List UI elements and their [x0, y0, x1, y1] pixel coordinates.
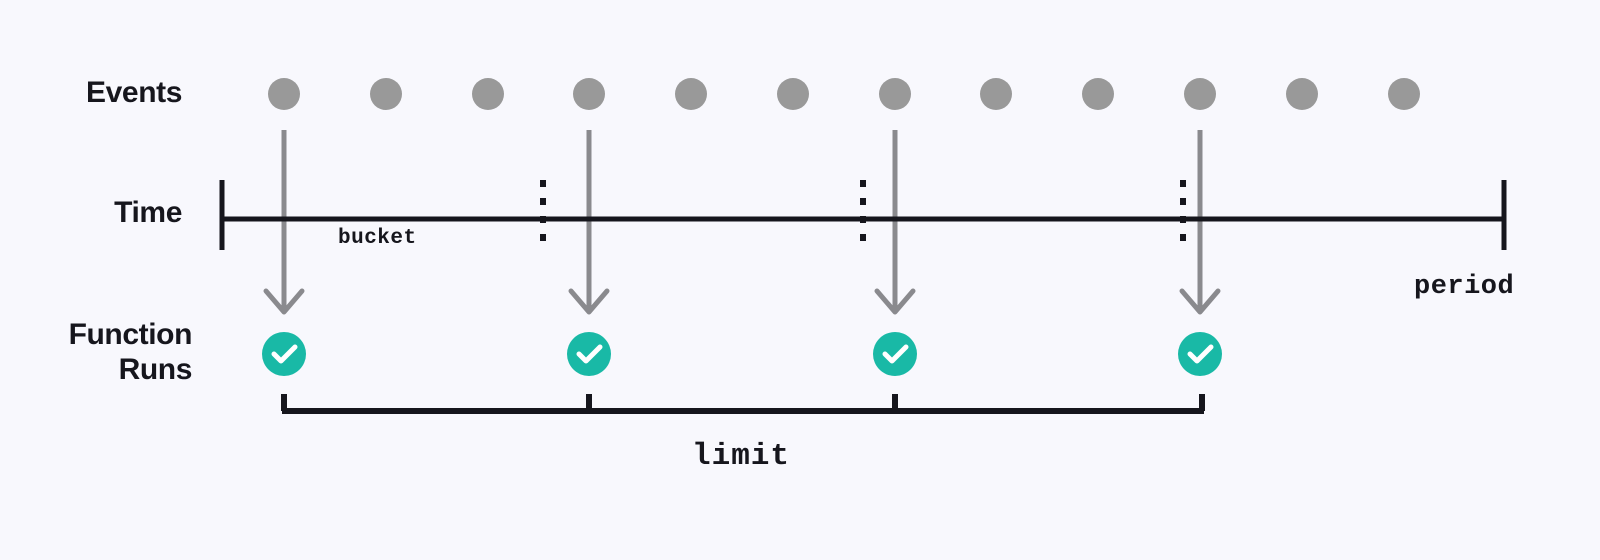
- event-dot: [472, 78, 504, 110]
- event-dot: [1184, 78, 1216, 110]
- function-run-badge[interactable]: [262, 332, 306, 376]
- limit-bracket: [281, 394, 1205, 414]
- function-run-badge[interactable]: [1178, 332, 1222, 376]
- function-run-circle: [567, 332, 611, 376]
- row-label-time: Time: [114, 196, 182, 229]
- function-run-circle: [262, 332, 306, 376]
- function-run-circle: [1178, 332, 1222, 376]
- event-dot: [268, 78, 300, 110]
- check-icon: [1187, 344, 1214, 364]
- check-icon: [882, 344, 909, 364]
- row-label-function-runs: Function Runs: [68, 318, 193, 386]
- event-dot: [1388, 78, 1420, 110]
- event-dot: [777, 78, 809, 110]
- event-dot: [980, 78, 1012, 110]
- bucket-divider-group: [540, 180, 1186, 250]
- function-run-badge[interactable]: [873, 332, 917, 376]
- events-dot-group: [268, 78, 1420, 110]
- row-label-events: Events: [86, 76, 182, 109]
- event-dot: [370, 78, 402, 110]
- event-dot: [1286, 78, 1318, 110]
- event-dot: [675, 78, 707, 110]
- event-dot: [1082, 78, 1114, 110]
- function-run-badge[interactable]: [567, 332, 611, 376]
- event-dot: [573, 78, 605, 110]
- check-icon: [576, 344, 603, 364]
- annotation-period: period: [1414, 272, 1515, 302]
- function-run-group: [262, 332, 1222, 376]
- function-run-circle: [873, 332, 917, 376]
- check-icon: [271, 344, 298, 364]
- event-dot: [879, 78, 911, 110]
- annotation-bucket: bucket: [338, 227, 417, 250]
- annotation-limit: limit: [692, 439, 791, 474]
